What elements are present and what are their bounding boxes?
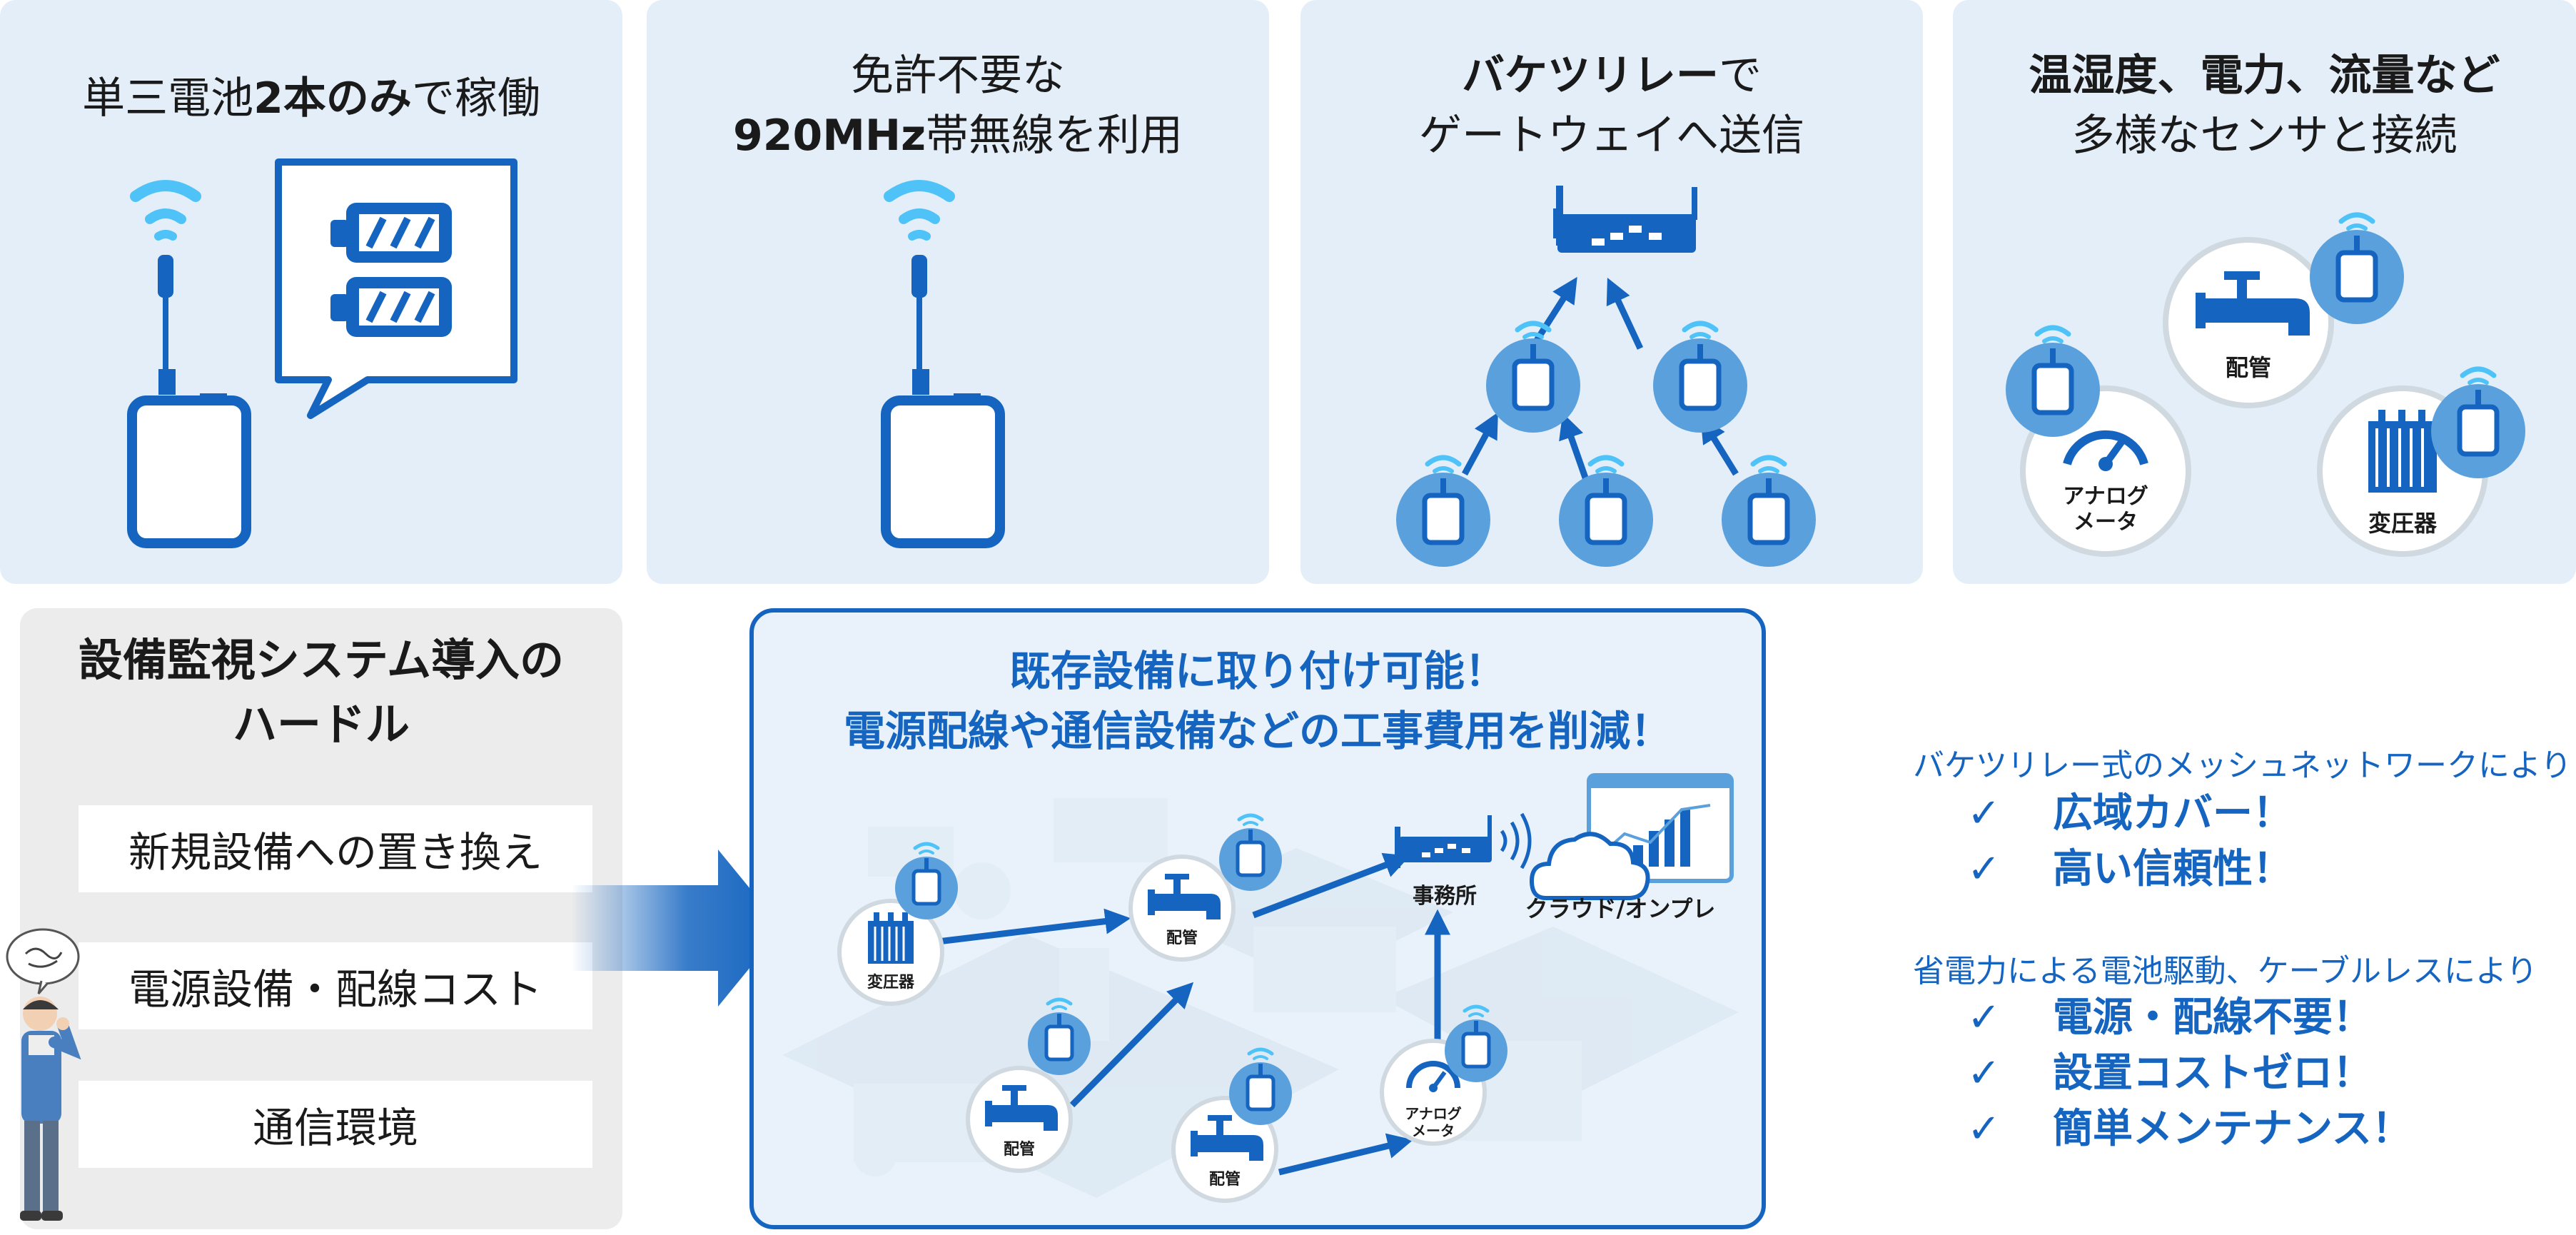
worried-worker-icon: [6, 928, 81, 1221]
benefit-item: ✓簡単メンテナンス！: [1967, 1106, 2412, 1152]
cloud-dashboard-icon: [1529, 773, 1734, 900]
benefit-item: ✓高い信頼性！: [1967, 846, 2293, 892]
relay-node: [1559, 458, 1653, 567]
panel-sensors: 温湿度、電力、流量など 多様なセンサと接続: [1953, 0, 2576, 584]
panel-sensors-title: 温湿度、電力、流量など 多様なセンサと接続: [2029, 51, 2500, 161]
office-label: 事務所: [1413, 884, 1477, 909]
benefit-item: ✓電源・配線不要！: [1967, 994, 2373, 1041]
panel-bucket-relay: バケツリレーで ゲートウェイへ送信: [1300, 0, 1923, 584]
benefits-heading-power: 省電力による電池駆動、ケーブルレスにより: [1913, 953, 2538, 989]
relay-node: [1396, 458, 1490, 567]
relay-node: [1653, 323, 1747, 433]
hurdle-item-communication: 通信環境: [79, 1081, 592, 1168]
transformer-device: [837, 899, 944, 1006]
pipe-device: [2163, 237, 2334, 408]
hurdle-item-power-cost: 電源設備・配線コスト: [79, 942, 592, 1029]
pipe-label: 配管: [1166, 929, 1198, 947]
sensor-node: [1219, 815, 1282, 891]
check-icon: ✓: [1967, 1106, 2001, 1152]
benefit-item: ✓設置コストゼロ！: [1967, 1050, 2373, 1097]
benefits-heading-mesh: バケツリレー式のメッシュネットワークにより: [1913, 747, 2572, 784]
panel-920mhz-title: 免許不要な 920MHz帯無線を利用: [732, 51, 1183, 161]
check-icon: ✓: [1967, 846, 2001, 892]
speech-bubble-battery-icon: [275, 158, 517, 419]
check-icon: ✓: [1967, 1050, 2001, 1097]
check-icon: ✓: [1967, 994, 2001, 1041]
transformer-label: 変圧器: [2368, 510, 2437, 537]
cloud-label: クラウド/オンプレ: [1525, 895, 1716, 922]
solution-panel: 既存設備に取り付け可能！ 電源配線や通信設備などの工事費用を削減！: [749, 608, 1766, 1229]
panel-bucket-relay-title: バケツリレーで ゲートウェイへ送信: [1419, 51, 1804, 161]
sensor-variety-diagram: [1953, 0, 2576, 557]
pipe-label: 配管: [1208, 1171, 1241, 1189]
benefit-item: ✓広域カバー！: [1967, 790, 2293, 837]
mesh-relay-diagram: [1300, 186, 1923, 584]
panel-battery: 単三電池2本のみで稼働: [0, 0, 622, 584]
sensor-device-icon: [881, 180, 1005, 548]
check-icon: ✓: [1967, 790, 2001, 837]
transformer-label: 変圧器: [867, 974, 914, 992]
panel-battery-title: 単三電池2本のみで稼働: [82, 74, 540, 123]
transition-arrow-icon: [571, 850, 782, 1007]
pipe-label: 配管: [1003, 1141, 1035, 1159]
meter-label: アナログ メータ: [1405, 1105, 1462, 1139]
panel-920mhz: 免許不要な 920MHz帯無線を利用: [647, 0, 1269, 584]
sensor-node: [2006, 328, 2100, 437]
sensor-device-icon: [127, 180, 251, 548]
hurdles-title: 設備監視システム導入の ハードル: [78, 634, 565, 750]
factory-network-diagram: [782, 773, 1739, 1225]
sensor-node: [2310, 215, 2404, 324]
sensor-node: [2431, 369, 2525, 478]
pipe-label: 配管: [2225, 354, 2271, 381]
gateway-icon: [1553, 186, 1697, 253]
gateway-icon: [1395, 812, 1532, 869]
hurdles-panel: 設備監視システム導入の ハードル 新規設備への置き換え 電源設備・配線コスト 通…: [20, 608, 622, 1229]
relay-node: [1486, 323, 1580, 433]
hurdle-item-replacement: 新規設備への置き換え: [79, 805, 592, 892]
solution-title: 既存設備に取り付け可能！ 電源配線や通信設備などの工事費用を削減！: [843, 647, 1672, 755]
meter-label: アナログ メータ: [2063, 484, 2148, 535]
